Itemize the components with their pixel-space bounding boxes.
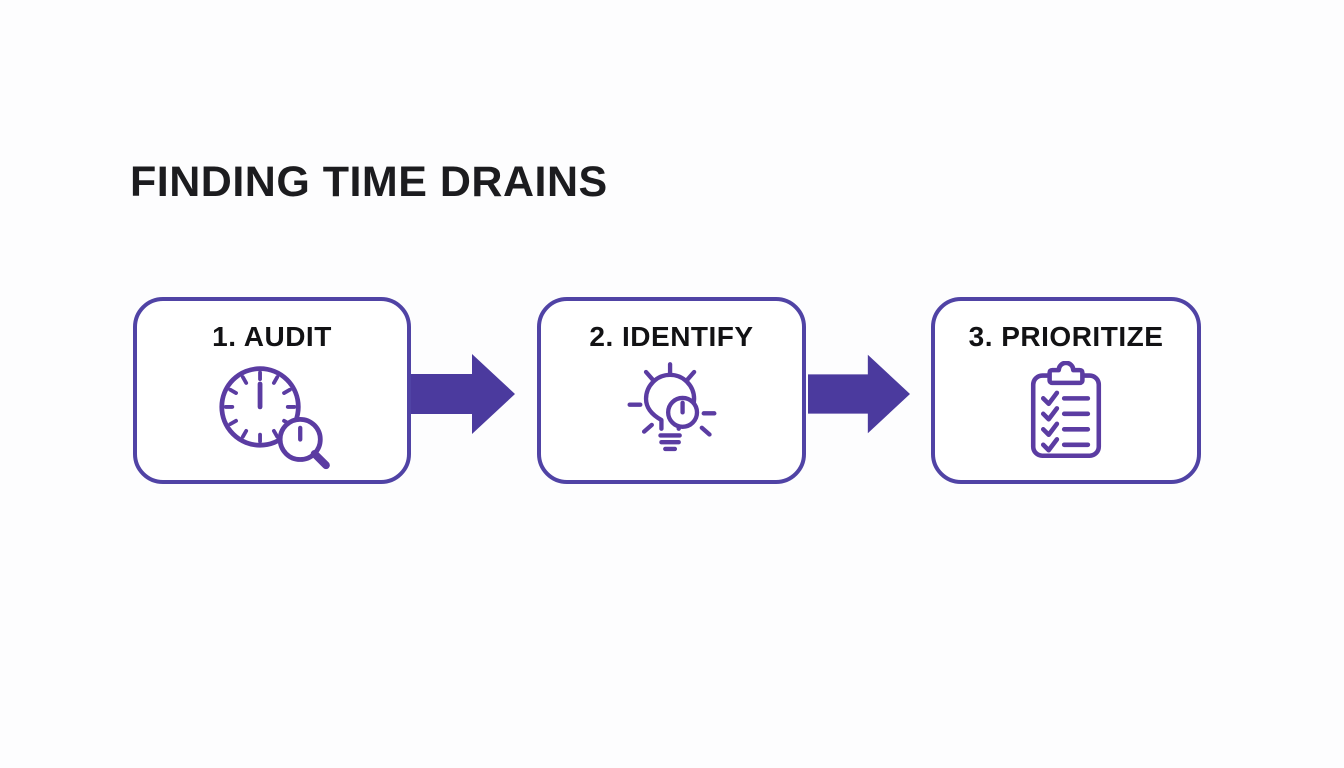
step-label-identify: 2. IDENTIFY	[589, 321, 754, 352]
page-title: FINDING TIME DRAINS	[130, 158, 608, 206]
arrow-right-icon	[808, 352, 910, 436]
lightbulb-clock-icon	[622, 361, 722, 458]
step-box-audit: 1. AUDIT	[133, 297, 411, 484]
step-label-audit: 1. AUDIT	[212, 321, 332, 352]
arrow-right-icon	[411, 352, 515, 436]
step-box-identify: 2. IDENTIFY	[537, 297, 806, 484]
step-box-prioritize: 3. PRIORITIZE	[931, 297, 1201, 484]
checklist-clipboard-icon	[1025, 361, 1107, 463]
step-label-prioritize: 3. PRIORITIZE	[968, 321, 1164, 352]
clock-magnifier-icon	[212, 361, 332, 471]
